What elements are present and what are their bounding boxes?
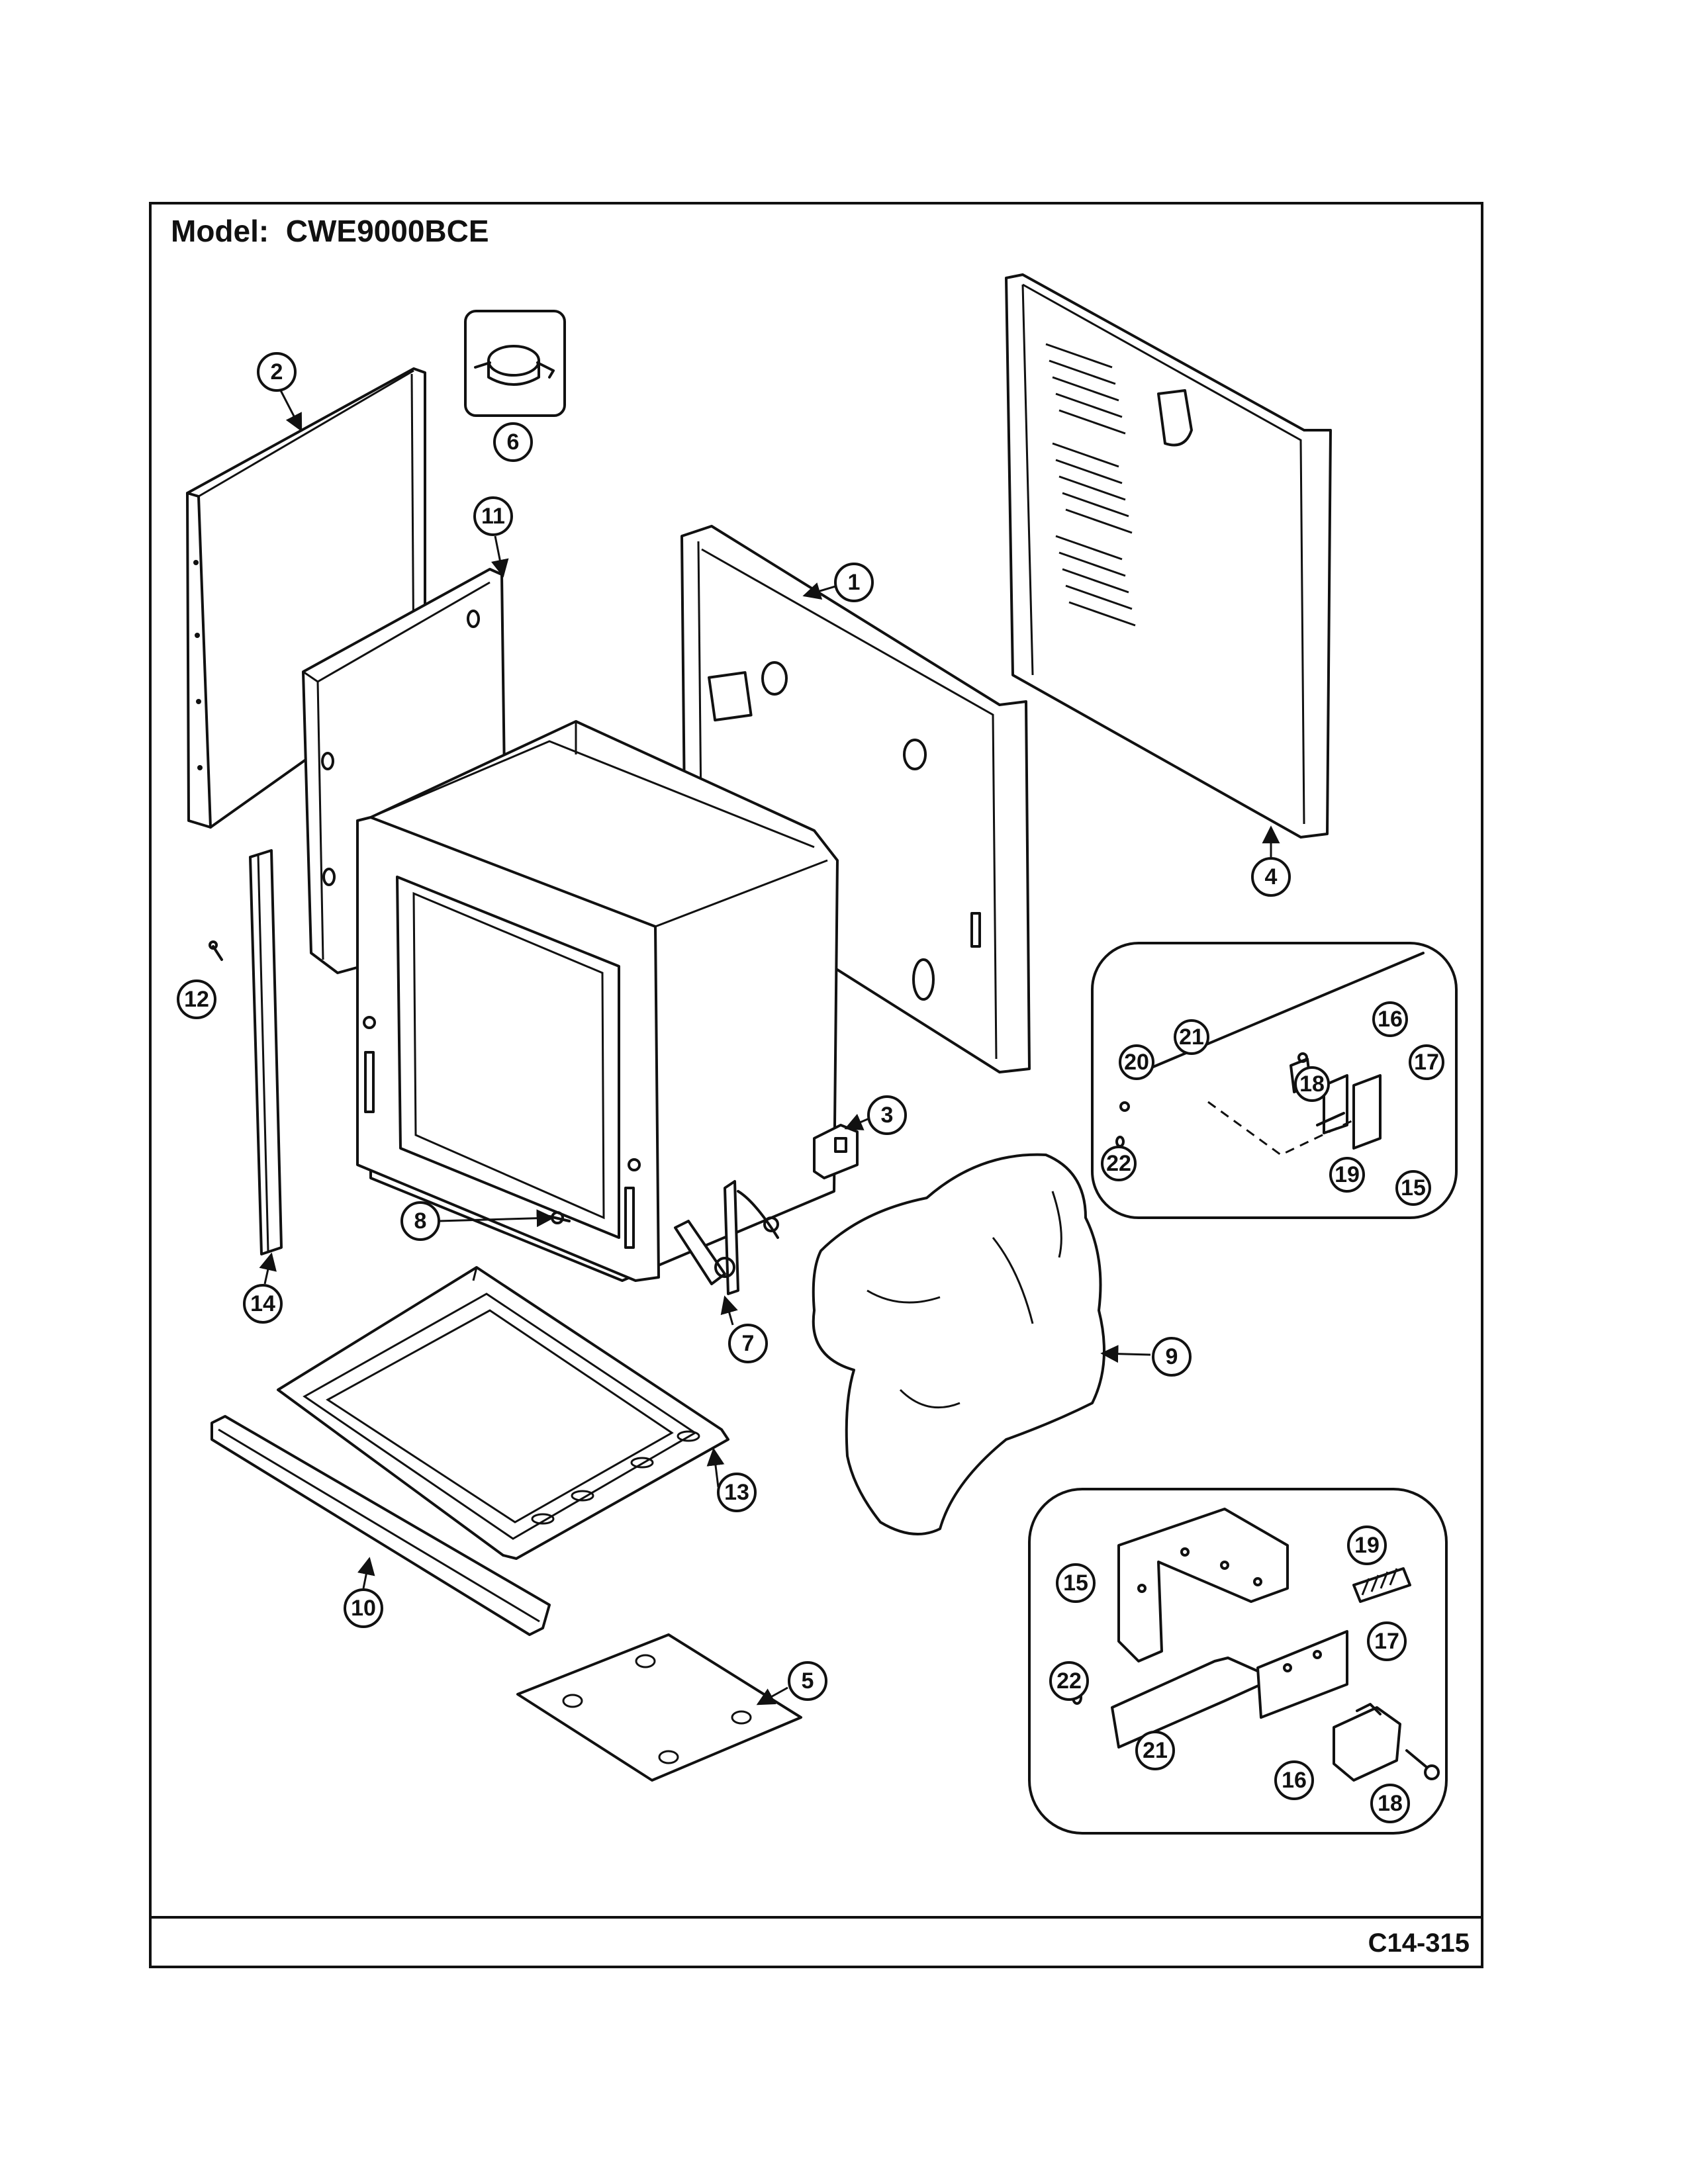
part-13-bottom-frame — [277, 1266, 729, 1560]
inset-1-callout-17: 17 — [1409, 1044, 1444, 1080]
model-title: Model: CWE9000BCE — [171, 214, 489, 248]
callout-1: 1 — [834, 563, 874, 602]
inset-2-door-lock-assembly — [1028, 1488, 1448, 1835]
svg-text:12: 12 — [184, 987, 209, 1012]
svg-text:18: 18 — [1299, 1071, 1325, 1097]
callout-4: 4 — [1251, 857, 1291, 897]
oven-cavity — [356, 720, 839, 1282]
inset-1-callout-15: 15 — [1395, 1170, 1431, 1206]
svg-text:4: 4 — [1265, 864, 1278, 889]
part-6-thermostat — [464, 310, 566, 417]
callout-7: 7 — [728, 1324, 768, 1363]
svg-text:9: 9 — [1166, 1344, 1178, 1369]
inset-1-callout-20: 20 — [1119, 1044, 1154, 1080]
inset-2-callout-19: 19 — [1347, 1525, 1387, 1565]
callout-14: 14 — [243, 1284, 283, 1324]
callout-5: 5 — [788, 1661, 827, 1701]
inset-2-callout-17: 17 — [1367, 1621, 1407, 1661]
svg-text:6: 6 — [507, 430, 520, 455]
svg-text:5: 5 — [802, 1668, 814, 1694]
inset-1-callout-21: 21 — [1174, 1019, 1209, 1055]
part-10-front-rail — [211, 1415, 551, 1636]
inset-2-callout-15: 15 — [1056, 1563, 1096, 1603]
part-3-bracket — [813, 1124, 859, 1179]
svg-text:1: 1 — [848, 570, 861, 595]
leader-lines — [259, 390, 1280, 1706]
callout-3: 3 — [867, 1095, 907, 1135]
diagram-frame — [149, 202, 1483, 1968]
part-7-door-hinge — [674, 1180, 779, 1295]
inset-1-callout-16: 16 — [1372, 1001, 1408, 1037]
inset-2-callout-21: 21 — [1135, 1731, 1175, 1770]
inset-2-callout-16: 16 — [1274, 1760, 1314, 1800]
callout-2: 2 — [257, 352, 297, 392]
svg-text:10: 10 — [351, 1596, 376, 1621]
part-5-bottom-plate — [516, 1633, 802, 1782]
part-14-trim-strip — [249, 849, 283, 1255]
svg-text:19: 19 — [1354, 1533, 1380, 1558]
callout-12: 12 — [177, 979, 216, 1019]
callout-13: 13 — [717, 1473, 757, 1512]
callout-10: 10 — [344, 1588, 383, 1628]
svg-text:17: 17 — [1414, 1050, 1439, 1075]
svg-text:3: 3 — [881, 1103, 894, 1128]
svg-text:17: 17 — [1374, 1629, 1399, 1654]
inset-1-callout-19: 19 — [1329, 1157, 1365, 1193]
svg-text:18: 18 — [1378, 1791, 1403, 1816]
callout-6: 6 — [493, 422, 533, 462]
svg-text:21: 21 — [1179, 1024, 1204, 1050]
footer-divider — [149, 1916, 1483, 1919]
svg-text:7: 7 — [742, 1331, 755, 1356]
inset-2-callout-18: 18 — [1370, 1784, 1410, 1823]
svg-text:15: 15 — [1401, 1175, 1426, 1201]
callout-8: 8 — [400, 1201, 440, 1241]
svg-text:2: 2 — [271, 359, 283, 385]
svg-text:14: 14 — [250, 1291, 275, 1316]
inset-1-callout-18: 18 — [1294, 1066, 1330, 1102]
inset-1-callouts: 21 20 22 18 16 17 19 15 — [1101, 1001, 1444, 1206]
svg-text:13: 13 — [724, 1480, 749, 1505]
svg-text:16: 16 — [1282, 1768, 1307, 1793]
svg-text:11: 11 — [481, 504, 505, 529]
svg-text:22: 22 — [1106, 1151, 1131, 1176]
svg-text:20: 20 — [1124, 1050, 1149, 1075]
svg-text:22: 22 — [1056, 1668, 1082, 1694]
part-12-screw — [209, 940, 223, 961]
svg-text:21: 21 — [1143, 1738, 1168, 1763]
inset-1-callout-22: 22 — [1101, 1146, 1137, 1181]
part-9-insulation — [812, 1153, 1105, 1535]
inset-2-callout-22: 22 — [1049, 1661, 1089, 1701]
inset-2-callouts: 15 19 17 22 21 16 18 — [1049, 1525, 1410, 1823]
callout-9: 9 — [1152, 1337, 1192, 1377]
part-4-outer-wrapper — [1005, 273, 1332, 839]
svg-text:19: 19 — [1335, 1162, 1360, 1187]
svg-text:16: 16 — [1378, 1007, 1403, 1032]
svg-text:8: 8 — [414, 1208, 427, 1234]
diagram-code: C14-315 — [1368, 1929, 1470, 1958]
callout-11: 11 — [473, 496, 513, 536]
svg-text:15: 15 — [1063, 1570, 1088, 1596]
